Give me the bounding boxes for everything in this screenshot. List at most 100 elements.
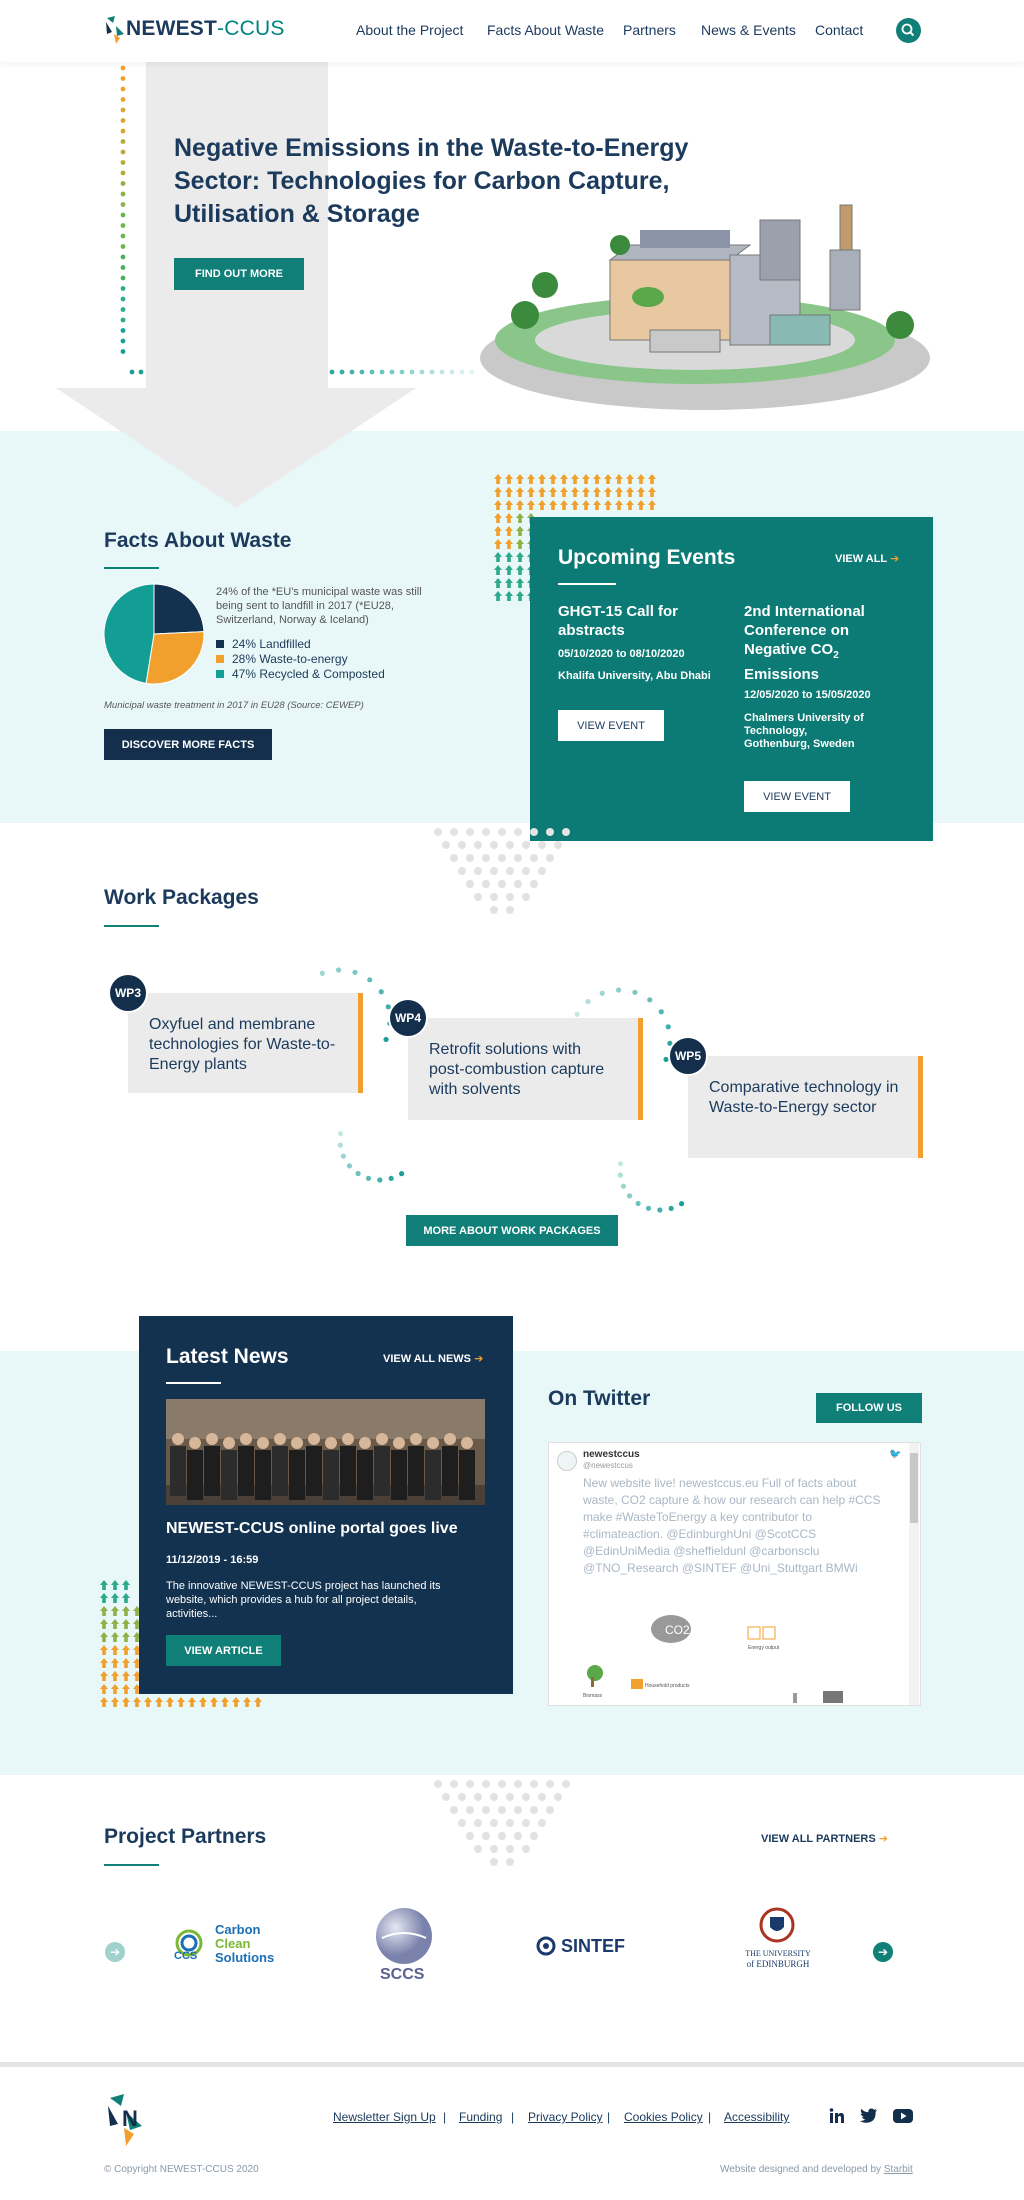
twitter-heading: On Twitter — [548, 1387, 651, 1410]
wp5-card[interactable]: Comparative technology in Waste-to-Energ… — [688, 1056, 923, 1158]
facts-description: 24% of the *EU's municipal waste was sti… — [216, 586, 422, 626]
decoration-dot — [434, 828, 442, 836]
arrow-right-icon: ➔ — [474, 1353, 484, 1365]
facts-pie-chart — [103, 583, 205, 685]
wp-arc-dot — [679, 1201, 685, 1207]
facts-legend: 24% Landfilled 28% Waste-to-energy 47% R… — [216, 637, 385, 682]
decoration-dot — [530, 828, 538, 836]
decoration-dot — [554, 1793, 562, 1801]
legend-label: 24% Landfilled — [232, 637, 311, 651]
events-view-all-link[interactable]: VIEW ALL ➔ — [835, 552, 899, 565]
event-1-view-button[interactable]: VIEW EVENT — [558, 710, 664, 741]
arrow-up-icon — [527, 500, 535, 510]
arrow-up-icon — [221, 1697, 229, 1707]
footer-link-accessibility[interactable]: Accessibility — [724, 2110, 790, 2124]
arrow-up-icon — [100, 1632, 108, 1642]
partner-logo-sintef[interactable]: SINTEF — [536, 1931, 646, 1961]
decoration-dot — [498, 854, 506, 862]
arrow-up-icon — [122, 1619, 130, 1629]
arrow-up-icon — [516, 474, 524, 484]
hero-dot — [120, 244, 126, 249]
decoration-dot — [506, 867, 514, 875]
news-group-photo[interactable] — [166, 1399, 485, 1505]
arrow-up-icon — [505, 552, 513, 562]
news-heading-underline — [166, 1382, 221, 1384]
hero-dot — [120, 275, 126, 281]
decoration-dot — [514, 1780, 522, 1788]
footer-link-newsletter[interactable]: Newsletter Sign Up — [333, 2110, 436, 2124]
hero-dot — [359, 369, 365, 375]
nav-partners[interactable]: Partners — [623, 22, 676, 38]
decoration-dot — [522, 1845, 530, 1853]
discover-more-facts-button[interactable]: DISCOVER MORE FACTS — [104, 729, 272, 760]
footer-link-privacy[interactable]: Privacy Policy — [528, 2110, 603, 2124]
decoration-dot — [546, 854, 554, 862]
sintef-mark-icon — [536, 1936, 556, 1956]
arrow-up-icon — [516, 578, 524, 588]
events-heading-underline — [558, 583, 616, 585]
view-article-button[interactable]: VIEW ARTICLE — [166, 1635, 281, 1666]
decoration-dot — [506, 1819, 514, 1827]
twitter-feed-embed[interactable]: newestccus @newestccus 🐦 New website liv… — [548, 1442, 921, 1706]
hero-dot — [120, 86, 126, 92]
scrollbar-thumb[interactable] — [910, 1453, 918, 1523]
wp3-card[interactable]: Oxyfuel and membrane technologies for Wa… — [128, 993, 363, 1093]
nav-contact[interactable]: Contact — [815, 22, 864, 38]
twitter-icon[interactable] — [860, 2108, 878, 2124]
hero-dot — [389, 369, 395, 375]
decoration-dot — [522, 893, 530, 901]
decoration-dot — [498, 1806, 506, 1814]
hero-dot — [120, 349, 126, 354]
wp3-badge: WP3 — [108, 973, 148, 1013]
decoration-dot — [530, 1780, 538, 1788]
arrow-up-icon — [604, 474, 612, 484]
wp4-card[interactable]: Retrofit solutions with post-combustion … — [408, 1018, 643, 1120]
decoration-dot — [490, 1845, 498, 1853]
photo-person-body — [408, 1446, 424, 1496]
follow-us-button[interactable]: FOLLOW US — [816, 1393, 922, 1423]
partner-logo-carbon-clean[interactable]: CCS Carbon Clean Solutions — [170, 1923, 290, 1968]
find-out-more-button[interactable]: FIND OUT MORE — [174, 258, 304, 290]
pie-slice — [145, 631, 205, 685]
linkedin-icon[interactable] — [829, 2108, 845, 2124]
arrow-up-icon — [637, 487, 645, 497]
carousel-prev-button[interactable]: ➔ — [105, 1942, 125, 1962]
partners-view-all-link[interactable]: VIEW ALL PARTNERS ➔ — [761, 1832, 888, 1845]
wp-arc-dot — [365, 1175, 372, 1181]
news-article-title[interactable]: NEWEST-CCUS online portal goes live — [166, 1520, 458, 1537]
footer-credit-link[interactable]: Starbit — [883, 2164, 913, 2175]
arrow-up-icon — [111, 1593, 119, 1603]
footer-logo[interactable]: N — [104, 2092, 148, 2146]
site-logo[interactable]: NEWEST-CCUS — [104, 14, 285, 44]
carousel-next-button[interactable]: ➔ — [873, 1942, 893, 1962]
footer-link-funding[interactable]: Funding — [459, 2110, 503, 2124]
hero-dot — [349, 369, 355, 375]
hero-dot — [459, 369, 465, 375]
decoration-dot — [522, 1819, 530, 1827]
event-2-title-post: Emissions — [744, 666, 820, 683]
search-button[interactable] — [896, 18, 921, 43]
nav-facts[interactable]: Facts About Waste — [487, 22, 604, 38]
decoration-dot — [522, 867, 530, 875]
decoration-dot — [482, 1832, 490, 1840]
nav-about[interactable]: About the Project — [356, 22, 464, 38]
decoration-dot — [458, 1793, 466, 1801]
more-about-work-packages-button[interactable]: MORE ABOUT WORK PACKAGES — [406, 1215, 618, 1246]
decoration-dot — [466, 828, 474, 836]
arrow-up-icon — [571, 487, 579, 497]
footer-link-cookies[interactable]: Cookies Policy — [624, 2110, 703, 2124]
partner-logo-sccs[interactable]: SCCS — [374, 1906, 438, 1986]
arrow-up-icon — [615, 487, 623, 497]
photo-person-head — [376, 1433, 388, 1445]
photo-person-body — [442, 1446, 458, 1496]
youtube-icon[interactable] — [893, 2108, 913, 2124]
event-2-view-button[interactable]: VIEW EVENT — [744, 781, 850, 812]
twitter-feed-scrollbar[interactable] — [909, 1443, 919, 1705]
facts-heading-underline — [104, 567, 159, 569]
news-view-all-link[interactable]: VIEW ALL NEWS ➔ — [383, 1352, 483, 1365]
decoration-dot — [554, 841, 562, 849]
nav-news-events[interactable]: News & Events — [701, 22, 796, 38]
photo-person-body — [272, 1446, 288, 1496]
partner-logo-edinburgh[interactable]: THE UNIVERSITY of EDINBURGH — [727, 1907, 827, 1977]
infographic-biomass-label: Biomass — [583, 1693, 603, 1699]
